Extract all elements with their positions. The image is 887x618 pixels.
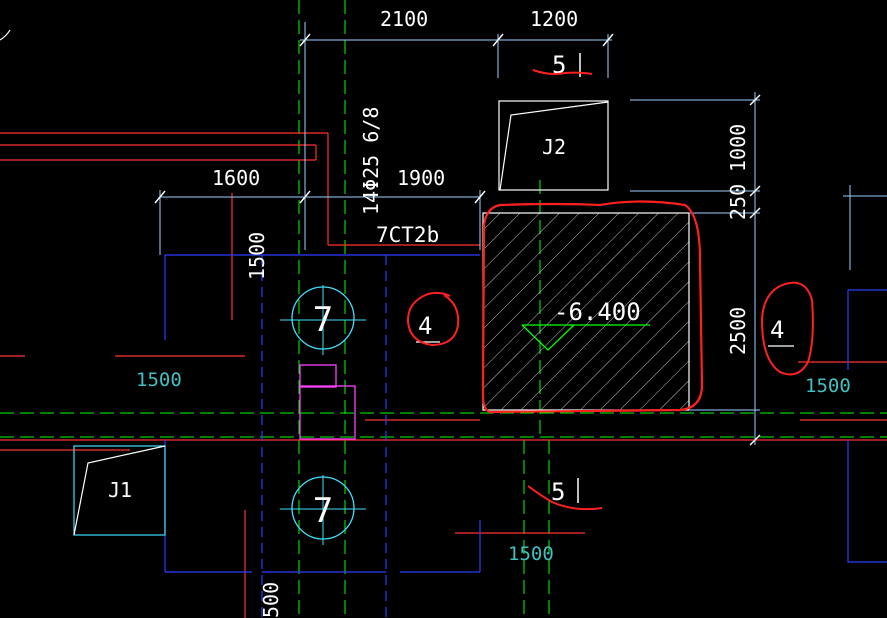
dim-1600: 1600 bbox=[212, 166, 260, 190]
dim-1900: 1900 bbox=[397, 166, 445, 190]
markup-pit-outline bbox=[481, 200, 704, 414]
section-top-label: 5 bbox=[552, 51, 566, 79]
grid-left-label: 4 bbox=[418, 312, 432, 340]
dim-500-vertical: 500 bbox=[259, 582, 283, 618]
grid-right-label: 4 bbox=[770, 316, 784, 344]
j1-symbol: J1 bbox=[73, 445, 166, 536]
pile-bottom-label: 7 bbox=[313, 491, 333, 531]
dimension-ticks bbox=[154, 33, 761, 446]
beam-label: 7CT2b bbox=[376, 223, 439, 247]
elevation-label: -6.400 bbox=[554, 298, 641, 326]
rebar-label: 14Φ25 6/8 bbox=[359, 107, 383, 215]
pile-bottom: 7 bbox=[280, 475, 366, 545]
dim-2500: 2500 bbox=[726, 307, 750, 355]
magenta-block bbox=[299, 364, 356, 440]
grid-mark-left: 4 bbox=[406, 291, 460, 347]
dim-1500-vertical: 1500 bbox=[245, 232, 269, 280]
extension-lines bbox=[159, 22, 887, 445]
hatched-pit: -6.400 bbox=[482, 212, 690, 411]
section-mark-top: 5 bbox=[532, 51, 593, 79]
dim-1200: 1200 bbox=[530, 7, 578, 31]
j2-label: J2 bbox=[542, 135, 566, 159]
dim-1500-left: 1500 bbox=[136, 369, 182, 391]
wall-lines bbox=[0, 132, 887, 618]
j2-symbol: J2 bbox=[498, 100, 609, 191]
pile-top-label: 7 bbox=[313, 300, 333, 340]
circle-fragment-top-left bbox=[0, 29, 11, 41]
dim-1000: 1000 bbox=[726, 124, 750, 172]
dim-2100: 2100 bbox=[380, 7, 428, 31]
dim-1500-right: 1500 bbox=[805, 375, 851, 397]
pile-top: 7 bbox=[280, 285, 366, 355]
dim-250: 250 bbox=[726, 184, 750, 220]
grid-mark-right: 4 bbox=[760, 281, 814, 376]
section-mark-bottom: 5 bbox=[527, 478, 603, 511]
j1-label: J1 bbox=[108, 478, 132, 502]
dim-1500-bottom: 1500 bbox=[508, 543, 554, 565]
section-bottom-label: 5 bbox=[551, 478, 565, 506]
